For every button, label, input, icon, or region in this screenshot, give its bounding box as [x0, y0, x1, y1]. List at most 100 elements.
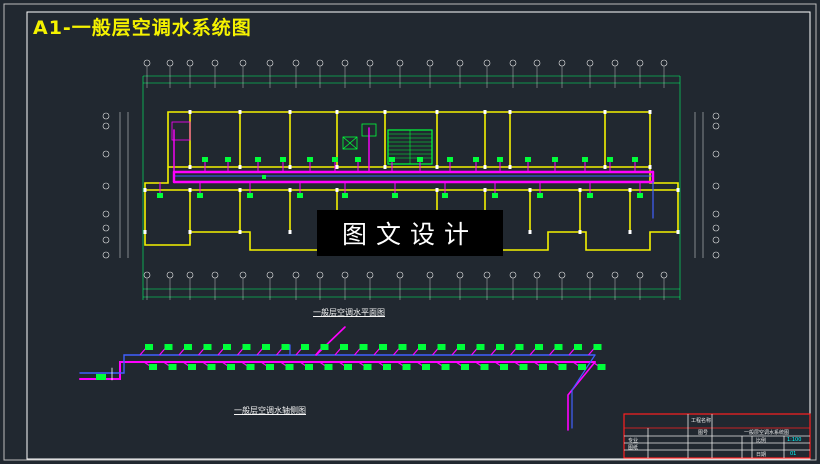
iso-fan-coil-units: [96, 344, 606, 380]
stairwell: [387, 129, 433, 165]
axis-bubble: [586, 59, 594, 67]
axis-bubble: [102, 112, 110, 120]
column-post: [676, 230, 680, 234]
iso-fan-coil-unit: [496, 344, 504, 350]
iso-fan-coil-unit: [246, 364, 255, 370]
axis-bubble: [456, 59, 464, 67]
column-post: [188, 188, 192, 192]
dimension-lines: [142, 75, 681, 300]
iso-fan-coil-unit: [203, 344, 212, 350]
column-post: [143, 230, 147, 234]
fan-coil-unit: [307, 157, 313, 162]
fan-coil-unit: [197, 193, 203, 198]
column-post: [188, 165, 192, 169]
column-post: [288, 230, 292, 234]
axis-bubble: [712, 236, 720, 244]
elevator-shaft: [342, 123, 377, 150]
axis-bubble: [211, 59, 219, 67]
axis-bubble: [611, 271, 619, 279]
iso-fan-coil-unit: [539, 364, 547, 370]
iso-fan-coil-unit: [597, 364, 606, 370]
column-post: [238, 230, 242, 234]
iso-fan-coil-unit: [164, 344, 173, 350]
axis-bubble: [483, 271, 491, 279]
column-post: [483, 165, 487, 169]
iso-fan-coil-unit: [519, 364, 528, 370]
axis-bubble: [396, 271, 404, 279]
axis-bubble: [102, 150, 110, 158]
fan-coil-unit: [525, 157, 531, 162]
iso-fan-coil-unit: [320, 344, 329, 350]
column-post: [676, 188, 680, 192]
column-post: [288, 165, 292, 169]
iso-fan-coil-unit: [398, 344, 407, 350]
drawing-title: A1-一般层空调水系统图: [33, 17, 252, 39]
fan-coil-unit: [342, 193, 348, 198]
iso-fan-coil-unit: [363, 364, 372, 370]
axis-bubble: [611, 59, 619, 67]
fan-coil-unit: [202, 157, 208, 162]
iso-fan-coil-unit: [344, 364, 352, 370]
iso-fan-coil-unit: [285, 364, 294, 370]
title-block-label-date: 日期: [756, 452, 767, 458]
axis-bubble: [533, 271, 541, 279]
iso-fan-coil-unit: [184, 344, 192, 350]
fan-coil-unit: [389, 157, 395, 162]
axis-bubble: [186, 271, 194, 279]
column-post: [288, 188, 292, 192]
column-post: [335, 188, 339, 192]
column-post: [628, 188, 632, 192]
title-block-sheet-value: 01: [790, 451, 797, 457]
axis-bubble: [712, 210, 720, 218]
fan-coil-unit: [607, 157, 613, 162]
iso-fan-coil-unit: [578, 364, 586, 370]
iso-fan-coil-unit: [558, 364, 567, 370]
column-post: [648, 110, 652, 114]
axis-bubble: [316, 271, 324, 279]
iso-fan-coil-unit: [461, 364, 469, 370]
iso-fan-coil-unit: [301, 344, 309, 350]
axis-bubble: [292, 59, 300, 67]
fan-coil-unit: [280, 157, 286, 162]
iso-mains: [79, 326, 596, 431]
column-post: [508, 110, 512, 114]
iso-fan-coil-unit: [515, 344, 524, 350]
fan-coil-unit: [247, 193, 253, 198]
fan-coil-unit: [332, 157, 338, 162]
axis-bubble: [558, 59, 566, 67]
iso-fan-coil-unit: [535, 344, 543, 350]
iso-fan-coil-unit: [480, 364, 489, 370]
iso-fan-coil-unit: [242, 344, 251, 350]
title-block-label-drawing-no: 图号: [698, 430, 709, 436]
valve-marker: [262, 175, 266, 179]
iso-fan-coil-unit: [340, 344, 348, 350]
walls: [144, 111, 679, 251]
fan-coil-unit: [587, 193, 593, 198]
title-block: [623, 413, 811, 459]
column-post: [508, 165, 512, 169]
axis-bubble: [533, 59, 541, 67]
iso-fan-coil-unit: [262, 344, 270, 350]
column-post: [188, 230, 192, 234]
column-post: [435, 188, 439, 192]
axis-bubble: [712, 150, 720, 158]
iso-fan-coil-unit: [437, 344, 446, 350]
axis-bubble: [509, 271, 517, 279]
iso-fan-coil-unit: [383, 364, 391, 370]
column-post: [578, 230, 582, 234]
axis-bubble: [712, 182, 720, 190]
column-post: [435, 110, 439, 114]
title-block-label-discipline: 专业: [628, 438, 639, 444]
iso-fan-coil-unit: [266, 364, 274, 370]
axis-bubble: [102, 251, 110, 259]
axis-bubble: [712, 224, 720, 232]
column-post: [528, 230, 532, 234]
iso-fan-coil-unit: [593, 344, 602, 350]
iso-fan-coil-unit: [500, 364, 508, 370]
iso-fan-coil-unit: [476, 344, 485, 350]
axis-bubble: [558, 271, 566, 279]
fan-coil-unit: [157, 193, 163, 198]
axis-bubble: [366, 59, 374, 67]
column-post: [288, 110, 292, 114]
